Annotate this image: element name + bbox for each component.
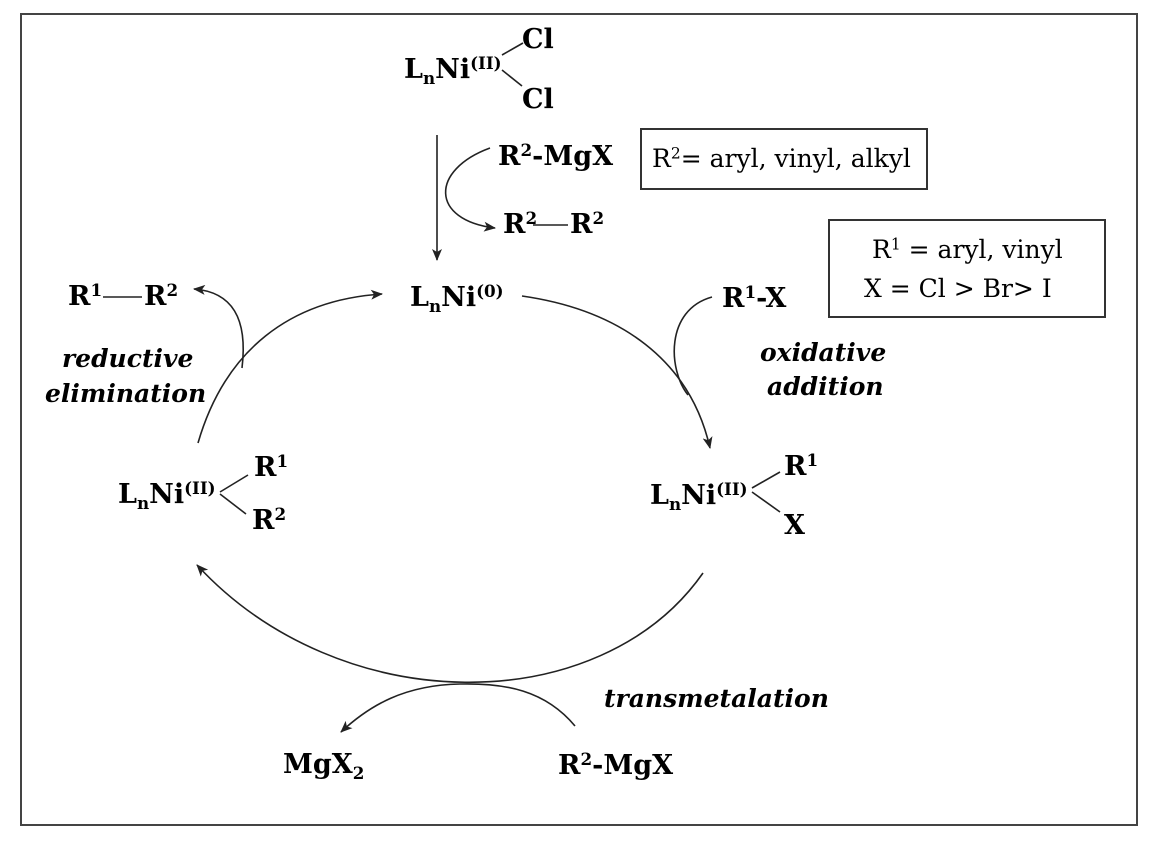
ni0-catalyst: LnNi(0) [410,281,504,317]
coupling-product-r1: R1 [68,280,103,313]
r2-definition-box: R2= aryl, vinyl, alkyl [640,128,928,190]
ni-oxidative-addition-complex: LnNi(II) [650,479,748,515]
oxidative-addition-reagent: R1-X [722,282,787,315]
cycle-arc-top-right [521,295,713,449]
r2-definition-text: R2= aryl, vinyl, alkyl [652,144,911,173]
oxidative-addition-label-line1: oxidative [760,338,887,367]
transmetalation-curve-in [459,683,576,727]
r1-x-definition-box: R1 = aryl, vinyl X = Cl > Br> I [828,219,1106,318]
ni-right-ligand-x: X [784,510,805,541]
mgx2-byproduct: MgX2 [283,749,365,783]
coupling-product-r2: R2 [144,280,179,313]
activation-reagent: R2-MgX [498,140,614,173]
ni-left-ligand-r1: R1 [254,451,289,484]
transmetalation-reagent: R2-MgX [558,749,674,782]
cycle-arc-top-left [197,289,383,444]
oxidative-addition-label-line2: addition [767,372,884,401]
ni-left-bond-bottom [219,493,247,515]
ni-left-bond-top [219,474,249,493]
r1-definition-text: R1 = aryl, vinyl [872,235,1063,264]
precat-bond-bottom [501,69,523,87]
homocoupling-byproduct-b: R2 [570,208,605,241]
precatalyst-cl-bottom: Cl [522,84,554,115]
ni-right-ligand-r1: R1 [784,450,819,483]
transmetalation-curve-out [340,683,461,733]
reductive-elimination-curve [193,284,244,369]
ni-right-bond-top [751,471,781,489]
cycle-arc-bottom [196,564,704,684]
precatalyst-cl-top: Cl [522,24,554,55]
x-definition-text: X = Cl > Br> I [864,274,1052,303]
reductive-elimination-label-line1: reductive [62,344,194,373]
transmetalation-label: transmetalation [604,684,829,713]
precat-bond-top [501,42,524,56]
ni-transmetalation-complex: LnNi(II) [118,478,216,514]
ni-left-ligand-r2: R2 [252,504,287,537]
activation-curve [444,147,496,232]
homocoupling-byproduct-a: R2 [503,208,538,241]
diagram-frame [20,13,1138,826]
oxidative-addition-curve [673,296,713,396]
precatalyst-complex: LnNi(II) [404,53,502,89]
reductive-elimination-label-line2: elimination [45,379,207,408]
ni-right-bond-bottom [751,491,781,513]
